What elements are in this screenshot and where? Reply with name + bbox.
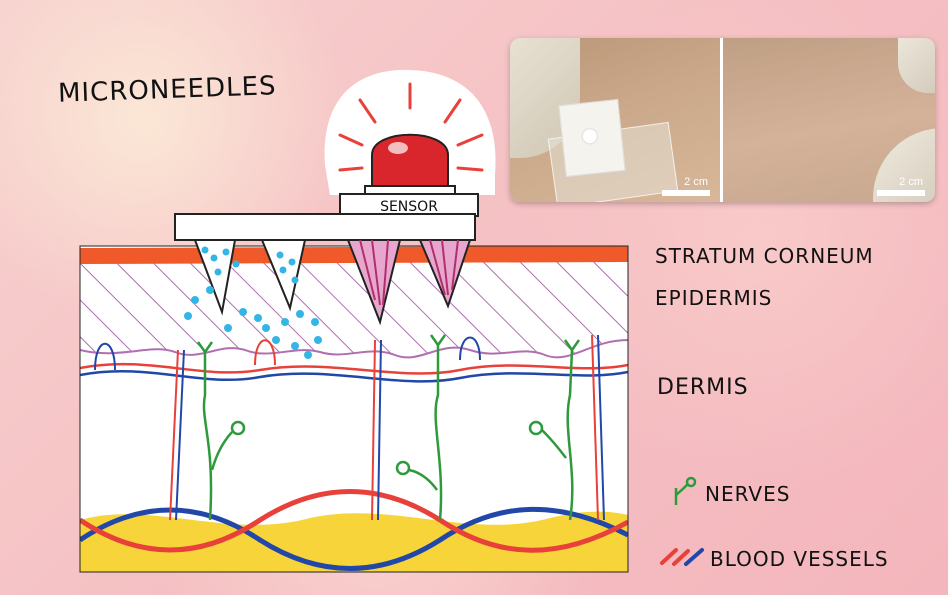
blood-vessel-legend-icon — [662, 550, 702, 564]
dermis-label: DERMIS — [657, 375, 749, 400]
stratum-corneum-label: STRATUM CORNEUM — [655, 244, 874, 268]
microneedle-patch — [175, 214, 475, 240]
photo-patch-on-skin: 2 cm — [510, 38, 720, 202]
sensor-patch — [558, 99, 625, 177]
beacon-dome — [372, 135, 448, 188]
sensor-label: SENSOR — [380, 199, 438, 215]
nerve-legend-icon — [676, 478, 695, 505]
scale-bar-left — [662, 190, 710, 196]
legend-blood-vessels-label: BLOOD VESSELS — [710, 547, 889, 571]
epidermis-label: EPIDERMIS — [655, 286, 772, 310]
fat-layer — [80, 512, 628, 572]
photo-panel: 2 cm 2 cm — [510, 38, 935, 202]
photo-skin-after: 2 cm — [723, 38, 935, 202]
epidermis-layer — [80, 262, 628, 357]
scale-bar-right — [877, 190, 925, 196]
scale-label-left: 2 cm — [684, 176, 708, 188]
scale-label-right: 2 cm — [899, 176, 923, 188]
legend-nerves-label: NERVES — [705, 482, 790, 506]
